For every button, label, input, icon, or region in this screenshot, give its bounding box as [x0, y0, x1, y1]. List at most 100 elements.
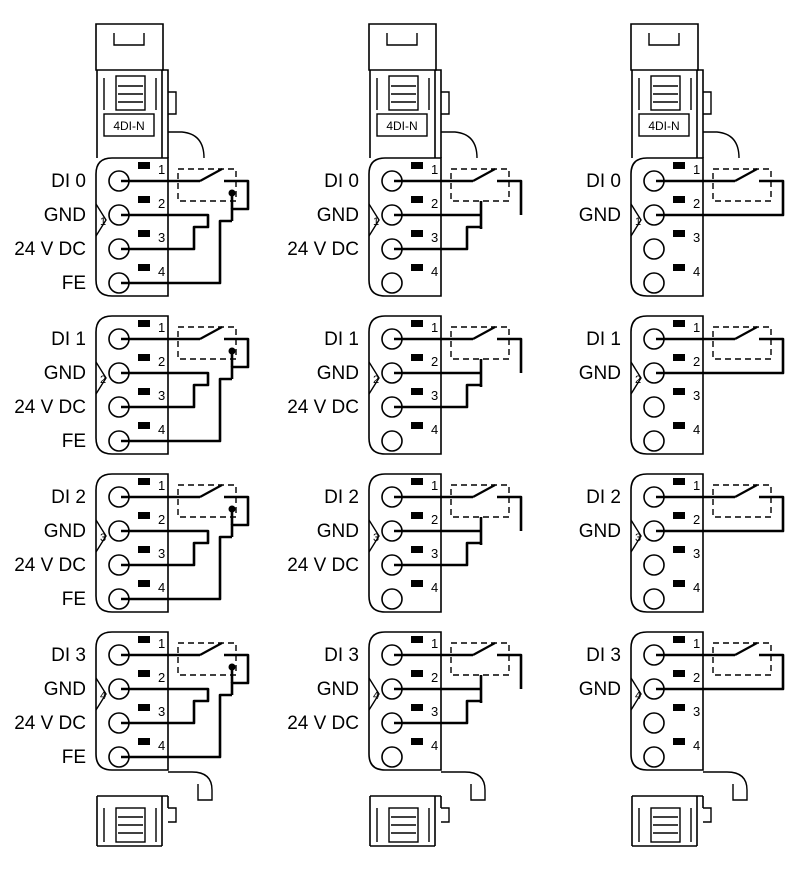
group-number: 2 [373, 374, 379, 386]
supply-wire [497, 337, 523, 373]
pin-number: 3 [158, 704, 165, 719]
release-button-slot [673, 264, 685, 271]
power-wire [417, 675, 483, 725]
module-name-label: 4DI-N [386, 119, 417, 133]
name-plate [376, 113, 428, 137]
switch-blade [199, 168, 223, 182]
group-number: 2 [635, 374, 641, 386]
pin-number: 2 [431, 512, 438, 527]
terminal-block-outline [630, 631, 704, 771]
sensor-device-two-wire [679, 326, 785, 375]
return-wire [679, 495, 785, 533]
rail-hook-top [168, 131, 205, 159]
group-number: 1 [100, 216, 106, 228]
top-latch [386, 33, 418, 46]
release-button-slot [411, 264, 423, 271]
housing-rails [638, 78, 692, 110]
signal-label: 24 V DC [14, 397, 86, 418]
release-button-slot [138, 478, 150, 485]
pin-number: 4 [431, 264, 438, 279]
power-wire [144, 371, 210, 409]
sensor-device-three-wire [417, 642, 523, 725]
switch-blade [199, 642, 223, 656]
sensor-dashed-box [450, 168, 510, 202]
release-lever [388, 75, 419, 111]
release-button-slot [673, 580, 685, 587]
supply-wire [224, 337, 250, 379]
switch-blade [734, 168, 758, 182]
pin-number: 4 [431, 738, 438, 753]
pin-number: 3 [693, 388, 700, 403]
pin-number: 2 [693, 512, 700, 527]
housing-top [631, 69, 704, 158]
terminal-circle [381, 430, 403, 452]
sensor-device-three-wire [417, 168, 523, 251]
release-button-slot [673, 546, 685, 553]
rail-hook-top [703, 131, 740, 159]
switch-blade [199, 484, 223, 498]
pin-number: 1 [693, 478, 700, 493]
release-button-slot [673, 478, 685, 485]
group-number: 1 [635, 216, 641, 228]
pin-number: 4 [158, 738, 165, 753]
side-clip [168, 91, 177, 115]
release-button-slot [411, 354, 423, 361]
bottom-lever [388, 807, 419, 843]
terminal-block-outline [368, 315, 442, 455]
release-button-slot [411, 230, 423, 237]
bottom-rails [103, 808, 157, 842]
pin-number: 3 [431, 388, 438, 403]
switch-blade [734, 642, 758, 656]
terminal-block-outline [630, 315, 704, 455]
signal-label: GND [44, 521, 86, 542]
release-lever [650, 75, 681, 111]
side-clip [703, 91, 712, 115]
terminal-block-outline [630, 473, 704, 613]
lever-grip [118, 85, 143, 103]
sensor-device-four-wire [144, 642, 250, 759]
terminal-circle [643, 430, 665, 452]
signal-label: FE [62, 589, 86, 610]
pin-number: 1 [431, 478, 438, 493]
release-button-slot [138, 162, 150, 169]
signal-label: 24 V DC [287, 555, 359, 576]
pin-number: 1 [158, 636, 165, 651]
signal-label: 24 V DC [287, 239, 359, 260]
pin-number: 1 [158, 162, 165, 177]
sensor-device-four-wire [144, 326, 250, 443]
release-button-slot [673, 636, 685, 643]
terminal-block-outline [95, 631, 169, 771]
signal-label: GND [579, 521, 621, 542]
pin-number: 4 [158, 580, 165, 595]
group-marker-triangle [630, 203, 642, 237]
bottom-rails [376, 808, 430, 842]
power-wire [144, 687, 210, 725]
group-marker-triangle [368, 361, 380, 395]
signal-label: GND [317, 521, 359, 542]
side-clip [441, 91, 450, 115]
release-button-slot [411, 422, 423, 429]
release-lever [115, 75, 146, 111]
release-button-slot [673, 738, 685, 745]
pin-number: 1 [158, 320, 165, 335]
bottom-clip [441, 807, 450, 823]
signal-label: DI 3 [51, 645, 86, 666]
group-number: 4 [373, 690, 379, 702]
group-number: 3 [373, 532, 379, 544]
release-button-slot [411, 580, 423, 587]
sensor-device-four-wire [144, 484, 250, 601]
group-number: 3 [100, 532, 106, 544]
release-button-slot [411, 738, 423, 745]
rail-hook-bottom [703, 771, 748, 801]
signal-label: DI 1 [586, 329, 621, 350]
pin-number: 3 [431, 546, 438, 561]
terminal-circle [643, 712, 665, 734]
signal-label: DI 2 [586, 487, 621, 508]
power-wire [417, 201, 483, 251]
